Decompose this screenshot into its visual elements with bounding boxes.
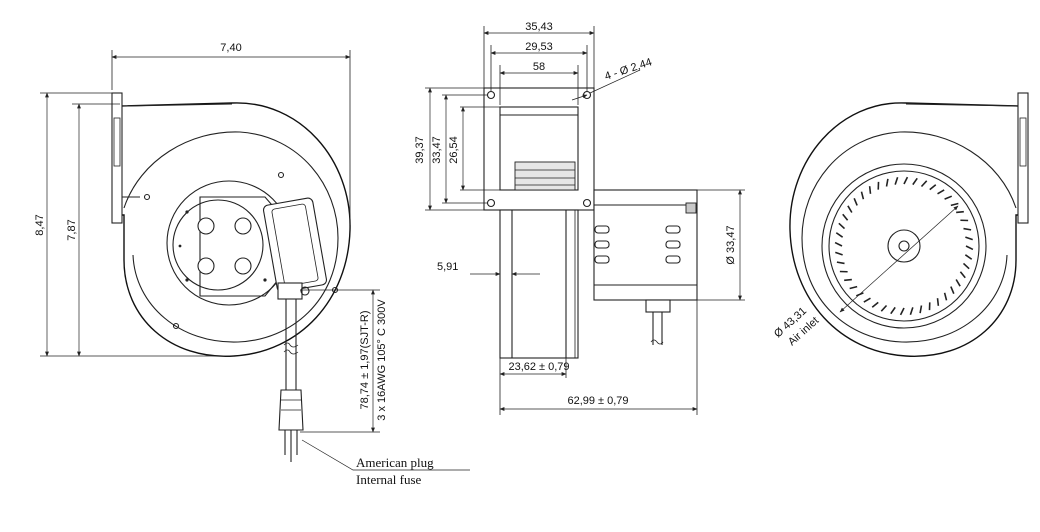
blade-tick: [943, 292, 948, 301]
total-depth-dim: 62,99 ± 0,79: [567, 395, 628, 407]
blade-tick: [853, 197, 858, 206]
blade-tick: [956, 210, 964, 214]
outlet-height-dim: 26,54: [448, 136, 460, 164]
impeller-blades: [834, 176, 974, 316]
blade-tick: [835, 232, 844, 238]
back-view: Ø 43,31 Air inlet: [772, 92, 1029, 357]
hole-spacing-dim: 29,53: [525, 41, 553, 53]
blade-tick: [903, 176, 909, 185]
blade-tick: [912, 177, 918, 186]
blade-tick: [863, 297, 871, 303]
blade-tick: [885, 178, 889, 187]
blade-tick: [964, 254, 973, 260]
blade-tick: [950, 202, 959, 207]
blade-tick: [849, 285, 858, 290]
blade-tick: [919, 305, 923, 314]
width-dim: 7,40: [220, 42, 241, 54]
blade-tick: [894, 177, 899, 185]
blade-tick: [963, 227, 972, 231]
front-view: 7,40 8,47 7,87 78,74 ± 1,97(SJT-R) 3 x 1…: [34, 42, 470, 487]
cable-gland: [277, 282, 303, 300]
plug-note-line1: American plug: [356, 455, 434, 470]
capacitor-box: [262, 197, 328, 293]
motor-diameter-dim: Ø 33,47: [725, 225, 737, 264]
blade-tick: [847, 205, 853, 213]
blade-tick: [890, 306, 896, 315]
air-inlet: [821, 163, 987, 329]
blade-tick: [959, 271, 966, 279]
blade-tick: [842, 213, 849, 221]
flange-height-dim: 39,37: [414, 136, 426, 164]
flange-width-dim: 35,43: [525, 21, 553, 33]
plug-leader: [301, 439, 470, 471]
plug-note-line2: Internal fuse: [356, 472, 422, 487]
blade-tick: [920, 180, 928, 188]
blade-tick: [834, 241, 843, 247]
mounting-flange-back: [1017, 92, 1029, 224]
hub: [887, 229, 921, 263]
cable-spec: 3 x 16AWG 105° C 300V: [376, 299, 388, 421]
blade-tick: [965, 236, 973, 241]
blade-tick: [838, 222, 846, 230]
blade-tick: [962, 262, 970, 270]
inner-height-dim: 7,87: [66, 219, 78, 240]
housing-depth-dim: 23,62 ± 0,79: [508, 361, 569, 373]
mounting-flange: [111, 92, 123, 224]
blade-tick: [880, 304, 888, 312]
holes-dim: 4 - Ø 2,44: [603, 56, 653, 83]
housing-outline: [112, 102, 351, 357]
blade-tick: [929, 184, 937, 191]
blade-tick: [868, 186, 872, 194]
blade-tick: [844, 278, 852, 282]
blade-tick: [835, 251, 843, 256]
outlet-width-dim: 58: [533, 61, 545, 73]
housing-outline-back: [789, 102, 1026, 357]
blade-tick: [909, 307, 914, 315]
blade-tick: [936, 298, 940, 306]
blade-tick: [937, 189, 945, 195]
blade-tick: [860, 191, 865, 200]
blade-tick: [871, 301, 879, 308]
hole-vspacing-dim: 33,47: [431, 136, 443, 164]
housing-side: [499, 209, 579, 359]
cable-length-dim: 78,74 ± 1,97(SJT-R): [359, 311, 371, 410]
blade-tick: [955, 279, 961, 287]
outer-height-dim: 8,47: [34, 214, 46, 235]
offset-dim: 5,91: [437, 261, 458, 273]
side-view: 35,43 29,53 58 4 - Ø 2,44 39,37 33,47 26…: [414, 21, 745, 415]
blade-tick: [965, 245, 974, 251]
blade-tick: [836, 261, 845, 265]
blade-tick: [950, 286, 955, 295]
blade-tick: [944, 195, 953, 200]
blade-tick: [899, 307, 905, 316]
